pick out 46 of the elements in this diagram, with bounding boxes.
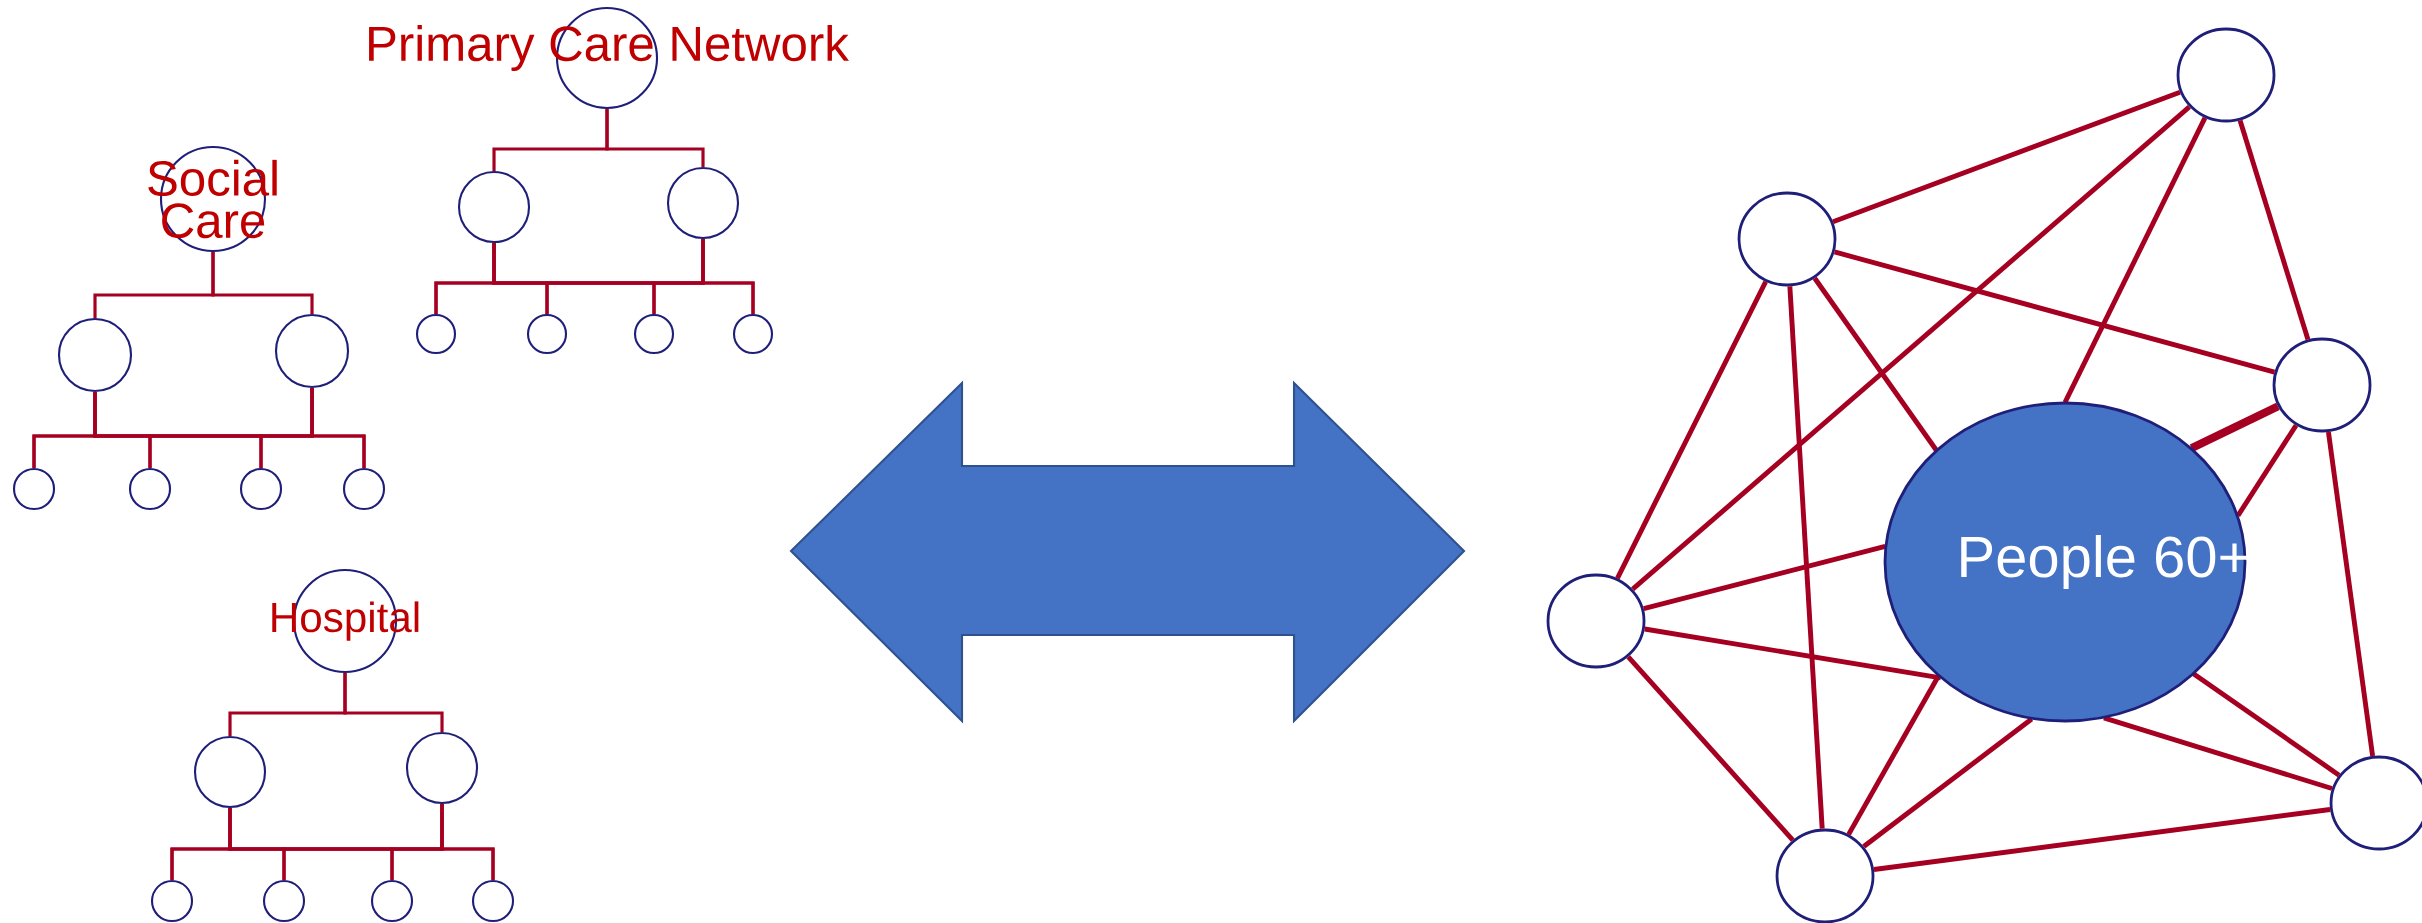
- connector-line: [605, 109, 705, 167]
- network-circle: [2272, 337, 2372, 433]
- org-chart-circle: [471, 879, 515, 923]
- connector-line: [1631, 104, 2191, 592]
- connector-line: [211, 252, 314, 314]
- org-chart-circle: [457, 170, 531, 244]
- connector-line: [1862, 717, 2034, 849]
- connector-line: [2235, 424, 2299, 518]
- connector-line: [440, 804, 495, 880]
- connector-line: [2326, 431, 2376, 757]
- org-chart-circle: [57, 317, 133, 393]
- connector-line: [2192, 671, 2341, 778]
- connector-line: [1873, 807, 2331, 872]
- connector-line: [1615, 280, 1768, 580]
- org-chart-circle: [633, 313, 675, 355]
- org-chart-circle: [405, 731, 479, 805]
- network-circle: [1737, 191, 1837, 287]
- connector-line: [701, 239, 755, 314]
- org-chart-circle: [150, 879, 194, 923]
- connector-line: [1833, 249, 2276, 375]
- connector-line: [310, 388, 366, 468]
- org-chart-circle: [666, 166, 740, 240]
- connector-line: [2062, 116, 2208, 404]
- org-chart-circle: [12, 467, 56, 511]
- connector-line: [2189, 402, 2280, 452]
- connector-line: [2103, 715, 2333, 791]
- org-chart-circle: [274, 313, 350, 389]
- org-chart-circle: [370, 879, 414, 923]
- connector-line: [1812, 276, 1939, 452]
- network-circle: [1546, 573, 1646, 669]
- connector-line: [2237, 119, 2311, 341]
- connector-line: [343, 673, 444, 732]
- org-chart-circle: [193, 735, 267, 809]
- connector-line: [1787, 286, 1825, 829]
- org-chart-circle: [732, 313, 774, 355]
- org-chart-circle: [128, 467, 172, 511]
- connector-line: [1643, 543, 1886, 612]
- org-chart-circle: [415, 313, 457, 355]
- org-chart-circle: [342, 467, 386, 511]
- org-chart-circle: [262, 879, 306, 923]
- connector-line: [1626, 655, 1795, 842]
- network-circle: [2176, 27, 2276, 123]
- connector-line: [1832, 89, 2181, 225]
- connector-line: [1644, 626, 1942, 681]
- org-chart-circle: [239, 467, 283, 511]
- org-chart-circle: [526, 313, 568, 355]
